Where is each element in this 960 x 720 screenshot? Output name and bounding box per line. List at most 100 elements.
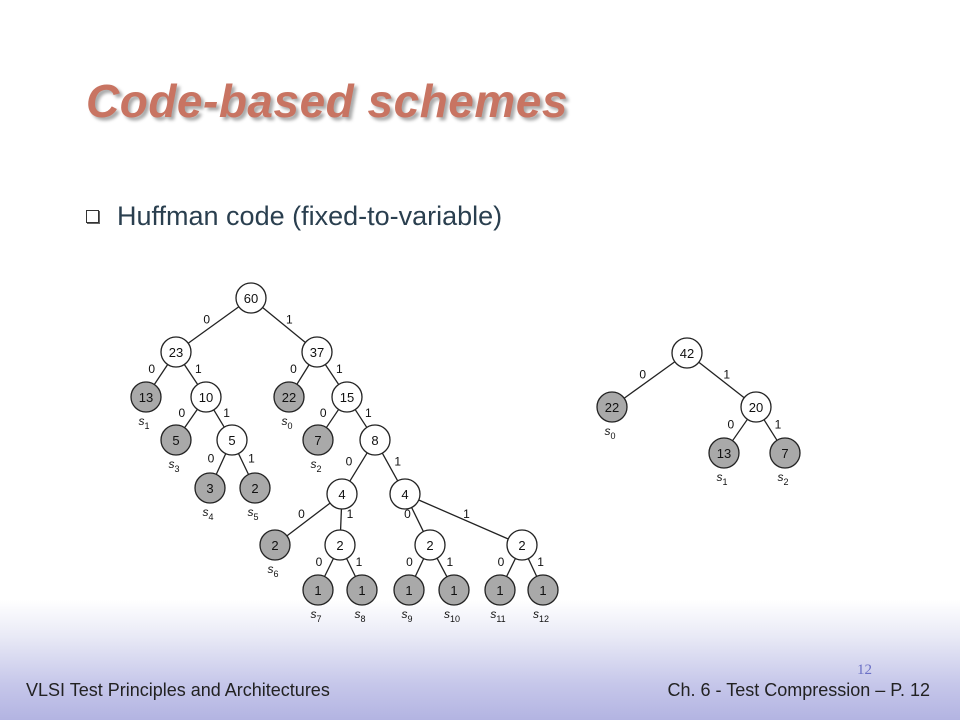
leaf-node [259, 529, 291, 561]
node-weight-label: 7 [314, 433, 321, 448]
slide-title: Code-based schemes [86, 75, 568, 127]
node-weight-label: 60 [244, 291, 258, 306]
tree-edge [324, 558, 334, 577]
edge-bit-label: 1 [775, 418, 782, 432]
symbol-letter: s [401, 607, 407, 621]
symbol-subscript: 4 [208, 512, 213, 522]
symbol-subscript: 0 [610, 431, 615, 441]
internal-node [506, 529, 538, 561]
edge-bit-label: 1 [723, 368, 730, 382]
edge-bit-label: 0 [404, 507, 411, 521]
tree-edge [411, 507, 424, 532]
symbol-subscript: 11 [496, 614, 505, 624]
symbol-label: s12 [533, 607, 549, 624]
tree-edge [436, 557, 448, 578]
symbol-letter: s [267, 562, 273, 576]
edge-bit-label: 1 [286, 313, 293, 327]
tree-edge [381, 452, 399, 482]
symbol-letter: s [310, 607, 316, 621]
internal-node [359, 424, 391, 456]
symbol-letter: s [533, 607, 539, 621]
internal-node [331, 381, 363, 413]
symbol-subscript: 12 [539, 614, 549, 624]
edge-bit-label: 1 [336, 362, 343, 376]
symbol-letter: s [168, 457, 174, 471]
symbol-letter: s [281, 414, 287, 428]
symbol-subscript: 8 [360, 614, 365, 624]
edge-bit-label: 0 [316, 555, 323, 569]
tree-edge [213, 409, 225, 428]
symbol-letter: s [138, 414, 144, 428]
symbol-label: s3 [168, 457, 179, 474]
edge-bit-label: 0 [203, 313, 210, 327]
node-weight-label: 1 [405, 583, 412, 598]
node-weight-label: 1 [358, 583, 365, 598]
edge-bit-label: 0 [290, 362, 297, 376]
symbol-letter: s [202, 505, 208, 519]
internal-node [235, 282, 267, 314]
node-weight-label: 2 [251, 481, 258, 496]
internal-node [740, 391, 772, 423]
node-weight-label: 7 [781, 446, 788, 461]
symbol-label: s10 [444, 607, 460, 624]
footer-course-title: VLSI Test Principles and Architectures [26, 680, 330, 700]
symbol-subscript: 0 [287, 421, 292, 431]
internal-node [324, 529, 356, 561]
tree-edge [527, 558, 538, 577]
edge-bit-label: 1 [356, 555, 363, 569]
symbol-subscript: 9 [407, 614, 412, 624]
tree-edge [732, 418, 748, 442]
leaf-node [596, 391, 628, 423]
symbol-label: s6 [267, 562, 278, 579]
symbol-letter: s [247, 505, 253, 519]
leaf-node [393, 574, 425, 606]
tree-edge [346, 558, 356, 577]
symbol-letter: s [716, 470, 722, 484]
edge-bit-label: 1 [223, 406, 230, 420]
leaf-node [239, 472, 271, 504]
bullet-text: Huffman code (fixed-to-variable) [117, 200, 503, 231]
tree-edge [763, 419, 778, 441]
node-weight-label: 20 [749, 400, 763, 415]
tree-edge [506, 558, 516, 577]
symbol-subscript: 5 [253, 512, 258, 522]
tree-edge [184, 408, 198, 429]
edge-bit-label: 0 [178, 406, 185, 420]
symbol-subscript: 7 [316, 614, 321, 624]
node-weight-label: 23 [169, 345, 183, 360]
leaf-node [708, 437, 740, 469]
symbol-subscript: 6 [273, 569, 278, 579]
symbol-label: s1 [716, 470, 727, 487]
tree-edge [324, 364, 340, 385]
tree-edge [296, 364, 310, 385]
tree-edge [339, 508, 343, 531]
leaf-node [302, 424, 334, 456]
node-weight-label: 13 [717, 446, 731, 461]
node-weight-label: 1 [450, 583, 457, 598]
symbol-letter: s [777, 470, 783, 484]
node-weight-label: 22 [282, 390, 296, 405]
edge-bit-label: 1 [394, 455, 401, 469]
tree-edge [325, 409, 340, 428]
symbol-subscript: 2 [316, 464, 321, 474]
tree-edge [623, 361, 676, 399]
tree-edge [153, 364, 169, 385]
edge-bit-label: 0 [208, 452, 215, 466]
square-bullet-icon [86, 209, 99, 223]
symbol-label: s8 [354, 607, 365, 624]
tree-edge [349, 452, 368, 482]
tree-edge [187, 306, 240, 344]
edge-bit-label: 1 [347, 507, 354, 521]
tree-edge [286, 502, 331, 537]
leaf-node [769, 437, 801, 469]
tree-edge [237, 453, 250, 475]
leaf-node [194, 472, 226, 504]
leaf-node [160, 424, 192, 456]
internal-node [190, 381, 222, 413]
node-weight-label: 3 [206, 481, 213, 496]
footer-band [0, 600, 960, 720]
node-weight-label: 2 [271, 538, 278, 553]
tree-edge [414, 558, 425, 577]
symbol-subscript: 1 [722, 477, 727, 487]
